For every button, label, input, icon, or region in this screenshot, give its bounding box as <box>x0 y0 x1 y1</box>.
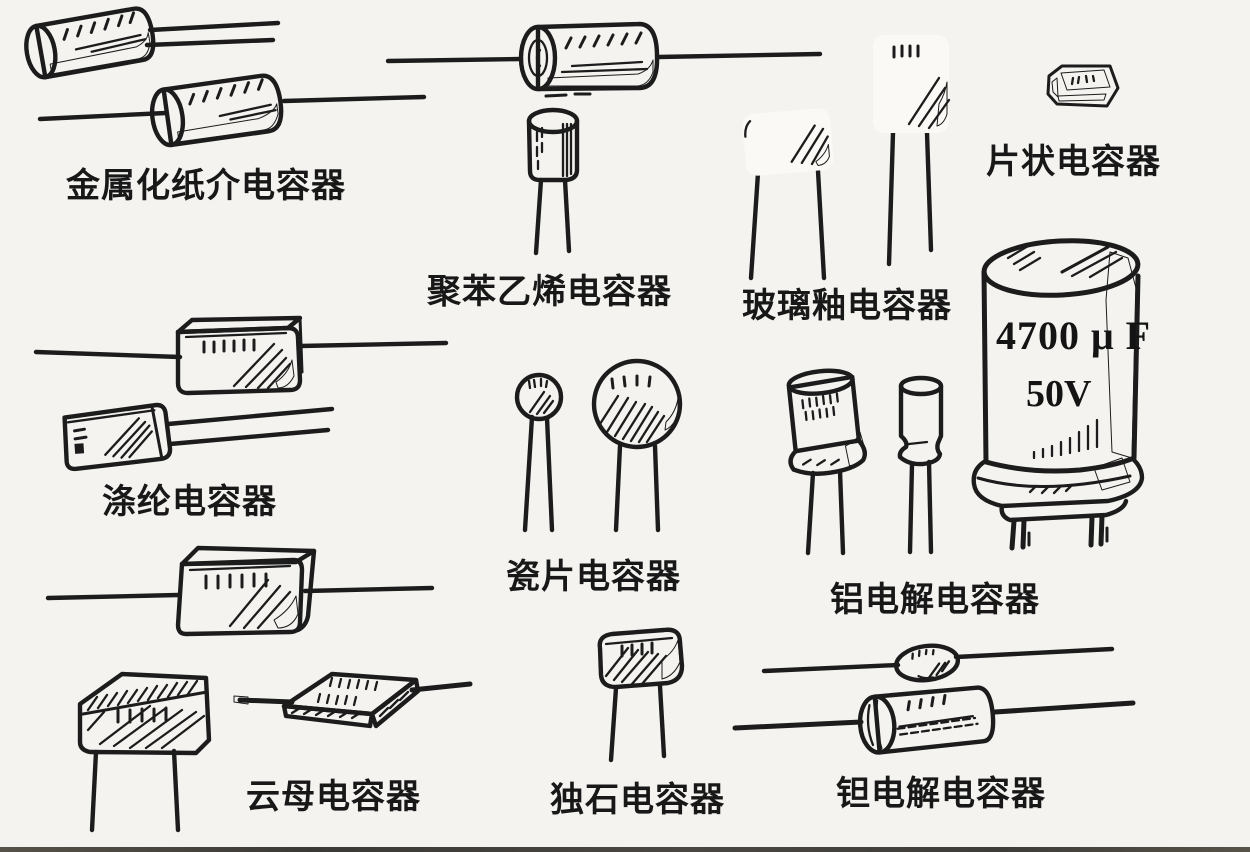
metallized-paper-capacitor-drawing <box>24 6 427 148</box>
ceramic-disc-capacitor-drawing <box>514 358 683 533</box>
label-tantalum-electrolytic-capacitor: 钽电解电容器 <box>836 776 1046 813</box>
label-chip-capacitor: 片状电容器 <box>986 144 1161 181</box>
chip-capacitor-drawing <box>1046 64 1120 108</box>
page-bottom-edge <box>0 847 1250 852</box>
label-mica-capacitor: 云母电容器 <box>246 779 421 816</box>
label-aluminum-electrolytic-capacitor: 铝电解电容器 <box>830 582 1040 619</box>
label-polyester-capacitor: 涤纶电容器 <box>102 484 277 521</box>
tantalum-electrolytic-capacitor-drawing <box>732 643 1136 755</box>
glass-glaze-capacitor-drawing <box>742 35 951 281</box>
voltage-marking: 50V <box>1026 373 1092 415</box>
label-monolithic-capacitor: 独石电容器 <box>550 782 725 819</box>
monolithic-capacitor-drawing <box>597 627 685 763</box>
aluminum-electrolytic-capacitor-drawing <box>786 238 1145 556</box>
label-glass-glaze-capacitor: 玻璃釉电容器 <box>742 288 952 325</box>
mica-capacitor-drawing <box>45 545 473 833</box>
label-metallized-paper-capacitor: 金属化纸介电容器 <box>66 168 346 205</box>
polystyrene-capacitor-drawing <box>385 21 823 256</box>
polyester-capacitor-drawing <box>33 315 449 472</box>
label-ceramic-disc-capacitor: 瓷片电容器 <box>506 559 681 596</box>
capacitance-marking: 4700 μ F <box>996 313 1152 358</box>
label-polystyrene-capacitor: 聚苯乙烯电容器 <box>427 274 672 311</box>
